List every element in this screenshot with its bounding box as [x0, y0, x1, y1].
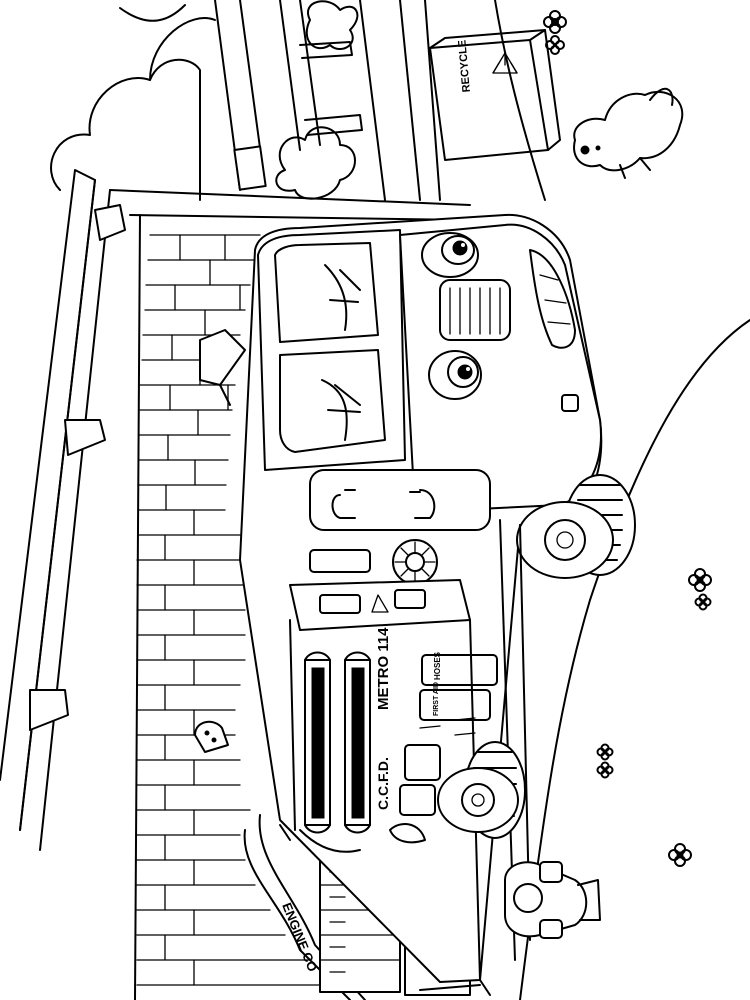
front-wheel: [516, 474, 636, 579]
road-edge-right: [519, 319, 750, 1000]
fire-engine: METRO 114 C.C.F.D. HOSES FIRST AID: [239, 213, 636, 983]
flower-icon: [596, 743, 614, 761]
truck-ladders: [304, 651, 371, 834]
fire-hydrant-icon: [504, 861, 601, 939]
flower-icon: [668, 843, 692, 867]
first-aid-label: FIRST AID: [433, 682, 440, 716]
hoses-label: HOSES: [433, 651, 442, 680]
truck-door-panel: [309, 469, 491, 531]
rear-wheel: [437, 741, 526, 839]
truck-side-lamp: [561, 394, 579, 412]
bushes: [275, 0, 359, 200]
dalmatian-pup: [194, 720, 229, 753]
truck-eye-lower: [428, 350, 482, 400]
truck-compartments: [289, 579, 471, 631]
truck-number-label: METRO 114: [375, 627, 392, 710]
fire-station: [0, 169, 471, 1000]
recycle-bin: RECYCLE: [429, 29, 561, 161]
flower-icon: [694, 593, 712, 611]
dog: [573, 87, 684, 179]
clouds: [50, 4, 216, 201]
brick-wall: [136, 234, 336, 986]
background-building: [214, 0, 441, 201]
recycle-label: RECYCLE: [456, 39, 473, 92]
flower-icon: [545, 35, 565, 55]
flower-icon: [543, 10, 567, 34]
truck-grille: [439, 279, 511, 341]
flowers-lawn: [596, 568, 712, 867]
truck-side-marker: [309, 549, 371, 573]
flowers-top: [543, 10, 567, 55]
curb-line: [419, 979, 491, 996]
road-edge-top: [494, 0, 546, 201]
truck-department-label: C.C.F.D.: [375, 757, 391, 810]
fire-department-badge-icon: [392, 539, 438, 585]
truck-mouth: [529, 249, 576, 349]
flower-icon: [688, 568, 712, 592]
flower-icon: [596, 761, 614, 779]
truck-eye-upper: [421, 232, 479, 278]
station-lamp: [199, 329, 246, 406]
station-sign: ENGINE CO: [279, 901, 320, 974]
